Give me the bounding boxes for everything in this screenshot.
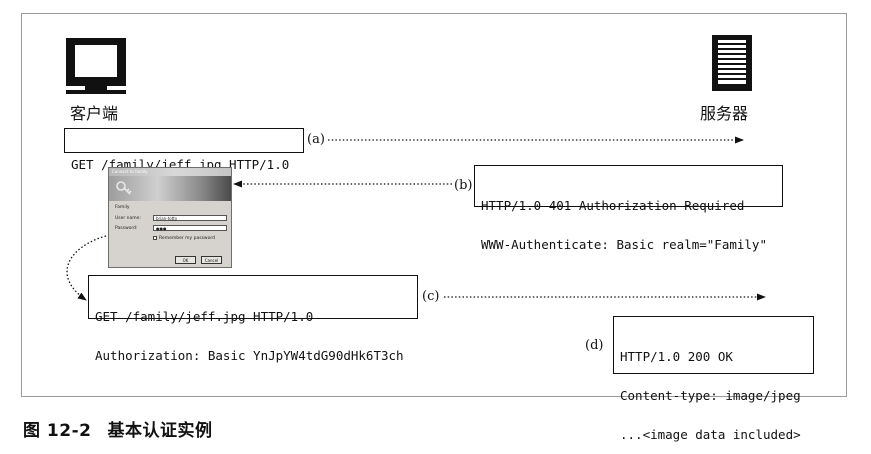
- username-label: User name:: [115, 216, 141, 221]
- dialog-title: Connect to family: [109, 168, 231, 176]
- key-icon: [116, 181, 132, 195]
- client-computer-icon: [66, 38, 126, 94]
- caption-title: 基本认证实例: [107, 421, 213, 441]
- username-field[interactable]: brian-totty: [153, 215, 227, 221]
- dialog-banner: [109, 176, 231, 201]
- response-d-box: HTTP/1.0 200 OK Content-type: image/jpeg…: [613, 316, 814, 441]
- caption-number: 图 12-2: [23, 421, 92, 441]
- ok-button[interactable]: OK: [175, 256, 196, 264]
- step-label-c: (c): [422, 289, 440, 304]
- cancel-button[interactable]: Cancel: [201, 256, 222, 264]
- password-label: Password:: [115, 226, 138, 231]
- client-label: 客户端: [70, 104, 119, 123]
- dialog-realm-text: Family: [115, 205, 130, 210]
- server-tower-icon: [712, 35, 752, 91]
- step-label-d: (d): [585, 338, 604, 353]
- request-c-box: GET /family/jeff.jpg HTTP/1.0 Authorizat…: [88, 275, 418, 362]
- login-dialog: Connect to family Family User name: bria…: [108, 167, 232, 268]
- password-field[interactable]: ●●●: [153, 225, 227, 231]
- response-b-line-1: HTTP/1.0 401 Authorization Required: [481, 198, 745, 213]
- remember-password-label: Remember my password: [159, 236, 215, 241]
- response-d-line-1: HTTP/1.0 200 OK: [620, 349, 733, 364]
- step-label-a: (a): [307, 132, 325, 147]
- remember-password-checkbox[interactable]: [153, 236, 157, 240]
- step-label-b: (b): [454, 178, 473, 193]
- server-label: 服务器: [700, 104, 749, 123]
- response-b-line-2: WWW-Authenticate: Basic realm="Family": [481, 237, 767, 252]
- request-c-line-2: Authorization: Basic YnJpYW4tdG90dHk6T3c…: [95, 348, 404, 363]
- request-c-line-1: GET /family/jeff.jpg HTTP/1.0: [95, 309, 314, 324]
- request-a-box: GET /family/jeff.jpg HTTP/1.0: [64, 128, 304, 171]
- arrow-dialog-to-request: [66, 235, 107, 301]
- figure-caption: 图 12-2 基本认证实例: [23, 416, 212, 441]
- response-b-box: HTTP/1.0 401 Authorization Required WWW-…: [474, 165, 783, 251]
- response-d-line-3: ...<image data included>: [620, 427, 801, 442]
- response-d-line-2: Content-type: image/jpeg: [620, 388, 801, 403]
